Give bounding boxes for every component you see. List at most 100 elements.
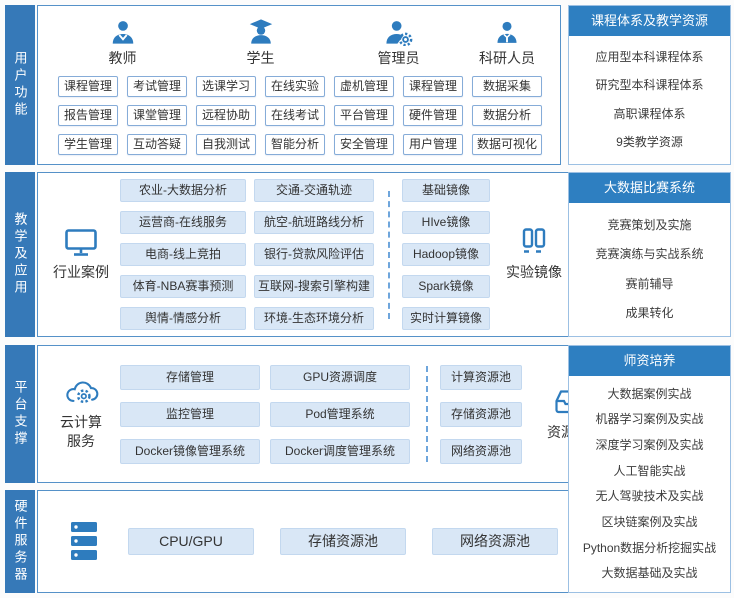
user-group-name: 科研人员 (479, 50, 535, 66)
function-chip[interactable]: 在线考试 (265, 105, 325, 126)
user-group-researcher: 科研人员 数据采集 数据分析 数据可视化 (472, 14, 542, 164)
function-chip[interactable]: 在线实验 (265, 76, 325, 97)
panel-item: 高职课程体系 (613, 106, 686, 121)
panel-bigdata-competition: 大数据比赛系统 竞赛策划及实施 竞赛演练与实战系统 赛前辅导 成果转化 (568, 172, 731, 337)
platform-column-1: 存储管理 监控管理 Docker镜像管理系统 (120, 364, 260, 464)
function-chip[interactable]: 考试管理 (127, 76, 187, 97)
hardware-box: CPU/GPU 存储资源池 网络资源池 (37, 490, 585, 593)
pool-chip[interactable]: 网络资源池 (440, 438, 522, 464)
panel-item: Python数据分析挖掘实战 (582, 540, 717, 555)
function-chip[interactable]: 学生管理 (58, 134, 118, 155)
platform-chip[interactable]: 存储管理 (120, 364, 260, 390)
pool-chip[interactable]: 计算资源池 (440, 364, 522, 390)
platform-chip[interactable]: GPU资源调度 (270, 364, 410, 390)
function-chip[interactable]: 课堂管理 (127, 105, 187, 126)
section-tab-hardware-server: 硬件服务器 (5, 490, 35, 593)
function-chip[interactable]: 课程管理 (403, 76, 463, 97)
platform-chip[interactable]: Docker调度管理系统 (270, 438, 410, 464)
user-group-name: 教师 (108, 50, 137, 66)
case-chip[interactable]: 航空-航班路线分析 (254, 211, 374, 234)
section-teaching-application: 教学及应用 行业案例 农业-大数据分析 运营商-在线服务 电商-线上竞拍 体育-… (5, 172, 579, 337)
user-group-name: 学生 (246, 50, 275, 66)
panel-item: 人工智能实战 (613, 463, 686, 478)
panel-body: 应用型本科课程体系 研究型本科课程体系 高职课程体系 9类教学资源 (569, 36, 730, 162)
panel-course-system: 课程体系及教学资源 应用型本科课程体系 研究型本科课程体系 高职课程体系 9类教… (568, 5, 731, 165)
section-hardware-server: 硬件服务器 CPU/GPU 存储资源池 网络资源池 (5, 490, 585, 593)
section-tab-platform-support: 平台支撑 (5, 345, 35, 483)
image-chip[interactable]: Spark镜像 (402, 275, 490, 298)
case-chip[interactable]: 环境-生态环境分析 (254, 307, 374, 330)
cloud-service-label: 云计算服务 (60, 414, 102, 449)
dashed-divider (426, 366, 428, 462)
image-chip[interactable]: HIve镜像 (402, 211, 490, 234)
platform-chip[interactable]: Docker镜像管理系统 (120, 438, 260, 464)
case-chip[interactable]: 体育-NBA赛事预测 (120, 275, 246, 298)
user-functions-box: 教师 课程管理 考试管理 报告管理 课堂管理 学生管理 互动答疑 学生 选课学习… (37, 5, 561, 165)
panel-body: 竞赛策划及实施 竞赛演练与实战系统 赛前辅导 成果转化 (569, 203, 730, 334)
case-chip[interactable]: 农业-大数据分析 (120, 179, 246, 202)
user-group-teacher: 教师 课程管理 考试管理 报告管理 课堂管理 学生管理 互动答疑 (58, 14, 187, 164)
experiment-images-label: 实验镜像 (506, 264, 562, 281)
function-chip[interactable]: 安全管理 (334, 134, 394, 155)
panel-item: 研究型本科课程体系 (595, 78, 704, 93)
cloud-service-label-block: 云计算服务 (42, 377, 120, 451)
experiment-images-label-block: 实验镜像 (498, 227, 570, 282)
image-chip[interactable]: Hadoop镜像 (402, 243, 490, 266)
function-chip[interactable]: 硬件管理 (403, 105, 463, 126)
case-chip[interactable]: 银行-贷款风险评估 (254, 243, 374, 266)
image-chip[interactable]: 实时计算镜像 (402, 307, 490, 330)
function-chip[interactable]: 选课学习 (196, 76, 256, 97)
function-chip[interactable]: 虚机管理 (334, 76, 394, 97)
function-chip[interactable]: 数据可视化 (472, 134, 542, 155)
panel-item: 大数据案例实战 (607, 386, 692, 401)
teacher-functions: 课程管理 考试管理 报告管理 课堂管理 学生管理 互动答疑 (58, 76, 187, 155)
panel-item: 应用型本科课程体系 (595, 49, 704, 64)
function-chip[interactable]: 智能分析 (265, 134, 325, 155)
hardware-chip[interactable]: CPU/GPU (128, 528, 254, 555)
function-chip[interactable]: 数据分析 (472, 105, 542, 126)
admin-functions: 虚机管理 课程管理 平台管理 硬件管理 安全管理 用户管理 (334, 76, 463, 155)
admin-gear-icon (384, 14, 414, 46)
containers-icon (519, 227, 549, 257)
case-chip[interactable]: 电商-线上竞拍 (120, 243, 246, 266)
case-chip[interactable]: 交通-交通轨迹 (254, 179, 374, 202)
section-user-functions: 用户功能 教师 课程管理 考试管理 报告管理 课堂管理 学生管理 互动答疑 学生… (5, 5, 561, 165)
function-chip[interactable]: 课程管理 (58, 76, 118, 97)
platform-column-2: GPU资源调度 Pod管理系统 Docker调度管理系统 (270, 364, 410, 464)
image-chip[interactable]: 基础镜像 (402, 179, 490, 202)
panel-item: 竞赛策划及实施 (607, 217, 692, 232)
function-chip[interactable]: 远程协助 (196, 105, 256, 126)
function-chip[interactable]: 用户管理 (403, 134, 463, 155)
industry-cases-label-block: 行业案例 (42, 227, 120, 282)
panel-teacher-training: 师资培养 大数据案例实战 机器学习案例及实战 深度学习案例及实战 人工智能实战 … (568, 345, 731, 593)
section-tab-user-functions: 用户功能 (5, 5, 35, 165)
panel-item: 赛前辅导 (625, 276, 674, 291)
student-functions: 选课学习 在线实验 远程协助 在线考试 自我测试 智能分析 (196, 76, 325, 155)
user-group-name: 管理员 (377, 50, 420, 66)
pool-chip[interactable]: 存储资源池 (440, 401, 522, 427)
platform-chip[interactable]: Pod管理系统 (270, 401, 410, 427)
function-chip[interactable]: 互动答疑 (127, 134, 187, 155)
panel-item: 机器学习案例及实战 (595, 412, 704, 427)
industry-cases-label: 行业案例 (53, 264, 109, 281)
server-rack-icon (68, 520, 100, 564)
researcher-functions: 数据采集 数据分析 数据可视化 (472, 76, 542, 155)
platform-chip[interactable]: 监控管理 (120, 401, 260, 427)
case-chip[interactable]: 运营商-在线服务 (120, 211, 246, 234)
panel-item: 成果转化 (625, 306, 674, 321)
panel-item: 无人驾驶技术及实战 (595, 489, 704, 504)
monitor-icon (64, 227, 98, 257)
panel-title: 师资培养 (569, 346, 730, 376)
case-chip[interactable]: 舆情-情感分析 (120, 307, 246, 330)
function-chip[interactable]: 报告管理 (58, 105, 118, 126)
industry-cases-column-1: 农业-大数据分析 运营商-在线服务 电商-线上竞拍 体育-NBA赛事预测 舆情-… (120, 179, 246, 330)
case-chip[interactable]: 互联网-搜索引擎构建 (254, 275, 374, 298)
hardware-chip[interactable]: 存储资源池 (280, 528, 406, 555)
function-chip[interactable]: 数据采集 (472, 76, 542, 97)
function-chip[interactable]: 自我测试 (196, 134, 256, 155)
panel-title: 大数据比赛系统 (569, 173, 730, 203)
hardware-chip[interactable]: 网络资源池 (432, 528, 558, 555)
function-chip[interactable]: 平台管理 (334, 105, 394, 126)
student-icon (246, 14, 276, 46)
section-tab-teaching-application: 教学及应用 (5, 172, 35, 337)
